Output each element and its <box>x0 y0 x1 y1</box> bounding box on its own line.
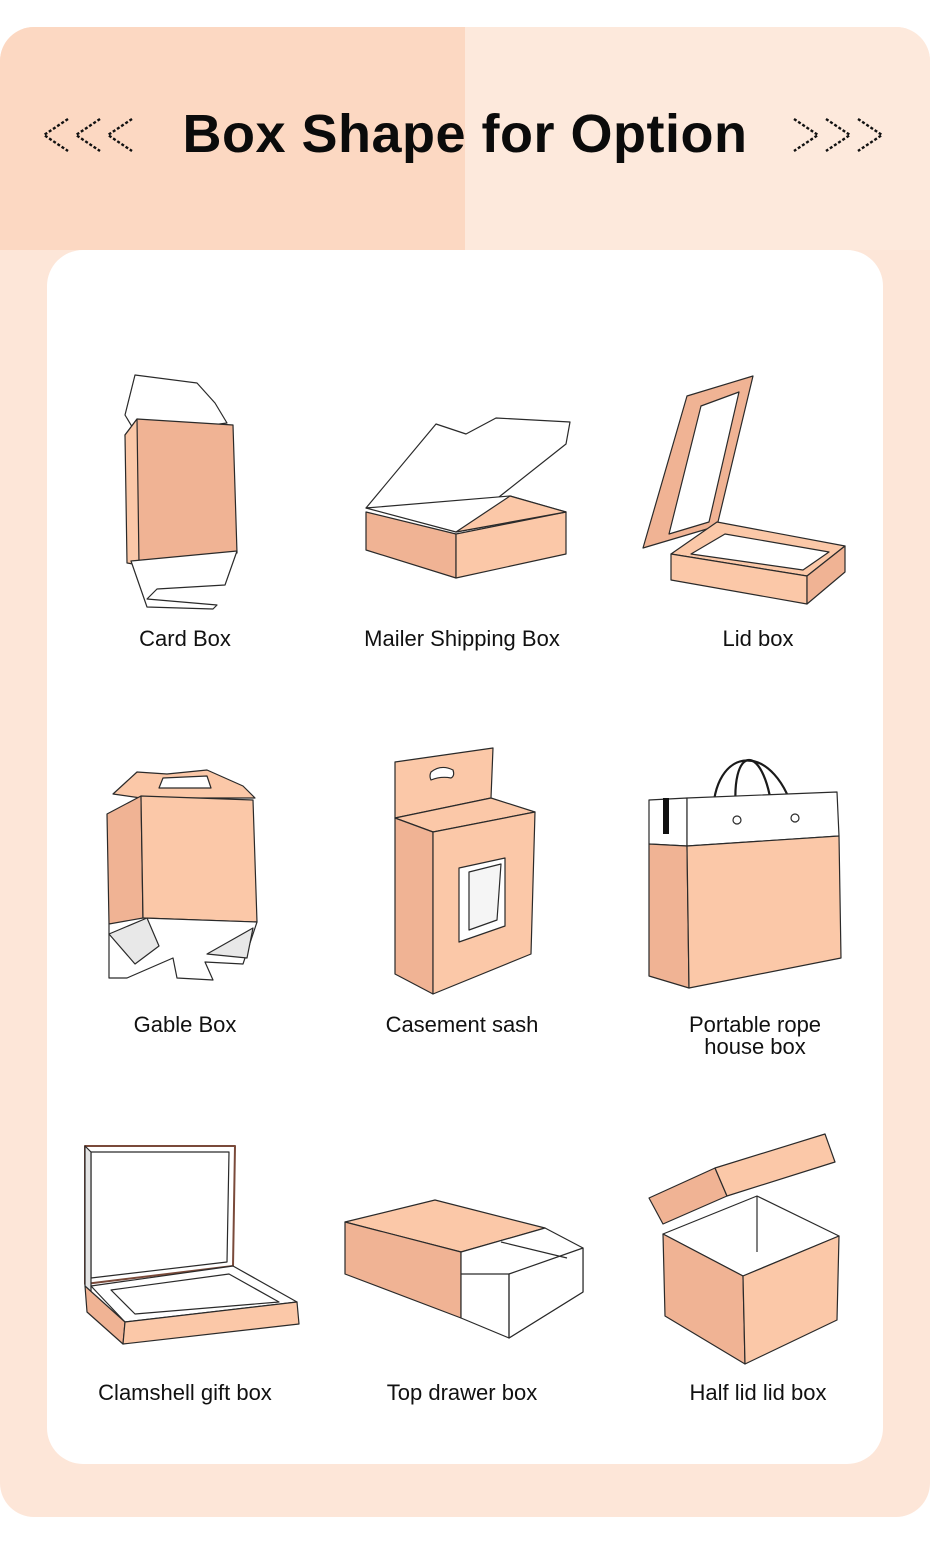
gable-box-icon <box>106 769 258 981</box>
box-label-casement-sash: Casement sash <box>385 1012 539 1037</box>
box-label-lid-box: Lid box <box>722 626 794 651</box>
box-label-clamshell-gift-box: Clamshell gift box <box>98 1380 272 1405</box>
box-option-portable-rope-house-box <box>647 750 843 990</box>
header: Box Shape for Option <box>0 99 930 169</box>
box-option-card-box <box>117 374 257 615</box>
mailer-box-icon <box>365 417 571 579</box>
shopping-bag-icon <box>648 759 842 989</box>
drawer-box-icon <box>344 1199 584 1339</box>
box-label-line-2: house box <box>704 1034 806 1059</box>
box-option-half-lid-box <box>648 1132 840 1366</box>
box-label-top-drawer-box: Top drawer box <box>386 1380 538 1405</box>
box-label-gable-box: Gable Box <box>133 1012 237 1037</box>
page-title: Box Shape for Option <box>182 104 748 164</box>
lid-box-icon <box>642 375 846 605</box>
header-band-right <box>465 27 930 250</box>
box-option-casement-sash <box>393 747 537 996</box>
box-label-line-1: Portable rope <box>688 1012 822 1037</box>
box-option-mailer-shipping-box <box>360 412 572 582</box>
half-lid-box-icon <box>648 1133 840 1365</box>
triple-chevron-right-icon <box>793 118 885 152</box>
casement-sash-icon <box>394 747 536 995</box>
box-label-mailer-shipping-box: Mailer Shipping Box <box>364 626 560 651</box>
clamshell-box-icon <box>84 1145 300 1345</box>
card-box-icon <box>124 374 238 610</box>
box-option-top-drawer-box <box>344 1198 585 1340</box>
box-label-card-box: Card Box <box>139 626 231 651</box>
header-band-left <box>0 27 465 250</box>
box-option-lid-box <box>642 375 847 606</box>
box-label-half-lid-box: Half lid lid box <box>689 1380 827 1405</box>
box-option-gable-box <box>106 768 259 982</box>
box-label-portable-rope-house-box: Portable rope house box <box>605 1014 905 1058</box>
box-option-clamshell-gift-box <box>83 1145 301 1348</box>
box-shapes-card: Card Box Mailer Shipping Box <box>47 250 883 1464</box>
